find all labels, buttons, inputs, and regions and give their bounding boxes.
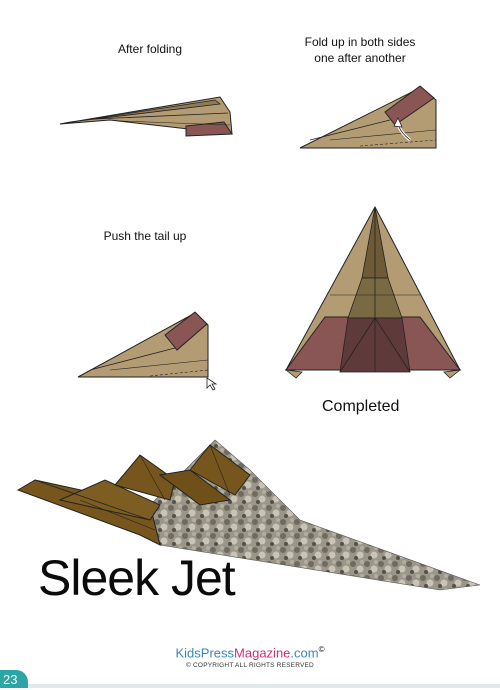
jet-title: Sleek Jet [38,550,236,606]
brand-part-com: .com [290,645,319,661]
step1-caption: After folding [117,42,183,56]
brand-link[interactable]: KidsPressMagazine.com© [0,645,500,660]
copyright-text: © COPYRIGHT ALL RIGHTS RESERVED [186,662,314,670]
brand-part-magazine: Magazine [234,645,291,661]
completed-label: Completed [322,398,400,415]
page-number: 23 [0,670,28,688]
brand-copyright-mark: © [318,645,325,654]
step2-caption-line1: Fold up in both sides [304,35,416,49]
brand-part-kidspress: KidsPress [175,645,235,661]
step2-caption: Fold up in both sides one after another [280,34,440,66]
step2-caption-line2: one after another [314,51,406,65]
page-bottom-strip [28,684,500,688]
step3-caption: Push the tail up [103,229,187,243]
footer: KidsPressMagazine.com© © COPYRIGHT ALL R… [0,645,500,669]
